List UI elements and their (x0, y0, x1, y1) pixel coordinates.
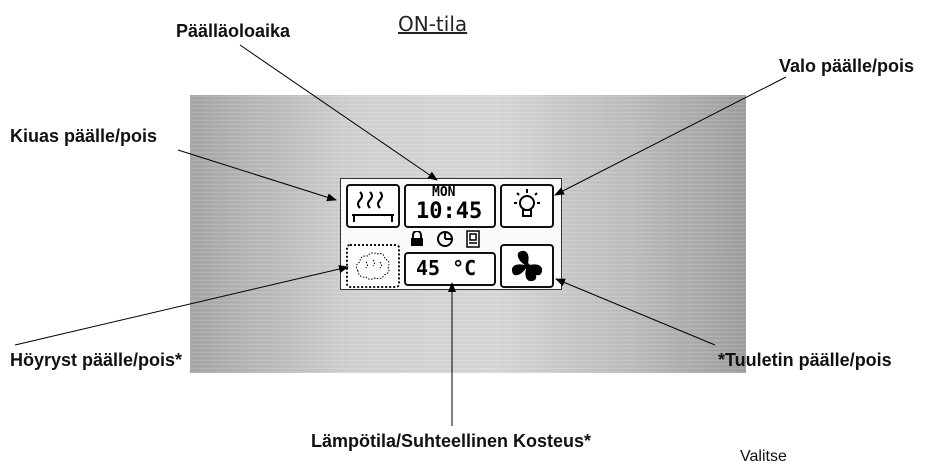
day-text: MON (432, 185, 456, 200)
label-select: Valitse (740, 448, 787, 465)
label-light: Valo päälle/pois (779, 56, 915, 76)
arrow-steam (14, 265, 349, 346)
time-text: 10:45 (416, 199, 483, 224)
temperature-text: 45 °C (416, 256, 477, 280)
label-fan: *Tuuletin päälle/pois (718, 350, 892, 370)
light-bulb-icon (514, 189, 540, 217)
heater-button[interactable] (346, 184, 400, 228)
arrow-fan (555, 278, 716, 346)
temperature-display[interactable]: 45 °C (404, 252, 496, 286)
clock-icon (437, 231, 453, 247)
door-icon (466, 230, 480, 248)
label-steam: Höyryst päälle/pois* (10, 350, 183, 370)
label-temp: Lämpötila/Suhteellinen Kosteus* (311, 431, 592, 451)
arrow-light (554, 76, 787, 196)
lcd-screen: MON 10:45 45 °C (340, 178, 562, 290)
lock-icon (411, 231, 423, 246)
time-display[interactable]: MON 10:45 (404, 184, 496, 228)
steam-icon (355, 252, 390, 280)
page-title: ON-tila (398, 12, 468, 36)
fan-button[interactable] (500, 244, 554, 288)
light-button[interactable] (500, 184, 554, 228)
label-heater: Kiuas päälle/pois (10, 126, 158, 146)
arrow-heater (177, 149, 337, 202)
heater-icon (352, 191, 394, 222)
label-time: Päälläoloaika (176, 21, 291, 41)
fan-icon (511, 250, 543, 282)
arrow-time (239, 44, 438, 181)
